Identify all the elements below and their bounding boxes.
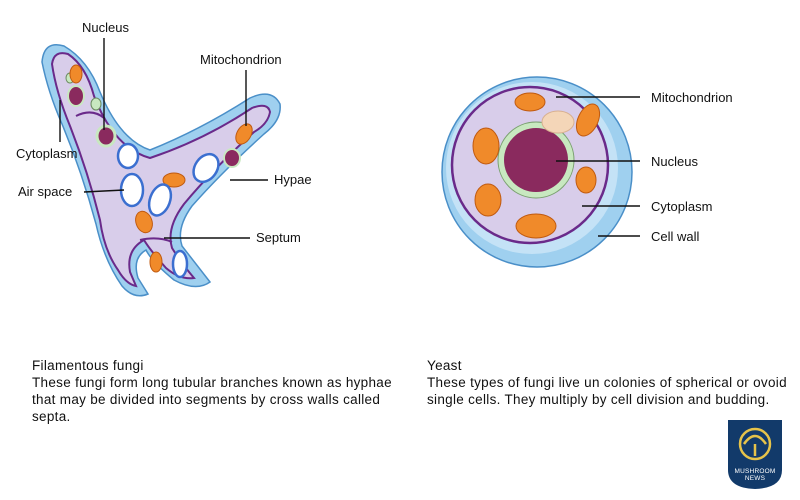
yeast-mitochondrion-4 <box>575 166 597 194</box>
caption-filamentous-fungi: Filamentous fungi These fungi form long … <box>32 357 392 425</box>
hyphae-septum-lower <box>139 237 173 243</box>
label-yeast-cytoplasm: Cytoplasm <box>651 199 712 214</box>
caption-right-title: Yeast <box>427 358 462 373</box>
yeast-leaders <box>556 96 640 237</box>
logo-text: MUSHROOM NEWS <box>724 468 786 482</box>
hyphae-air-space-2 <box>119 172 145 208</box>
label-hyphae-nucleus: Nucleus <box>82 20 129 35</box>
yeast-vacuole <box>541 110 575 134</box>
logo-line-1: MUSHROOM <box>734 468 776 475</box>
label-hyphae-cytoplasm: Cytoplasm <box>16 146 77 161</box>
label-yeast-mitochondrion: Mitochondrion <box>651 90 733 105</box>
hyphae-air-space-5 <box>171 249 189 279</box>
hyphae-nucleus-3 <box>223 148 241 168</box>
hyphae-air-space-1 <box>116 142 140 170</box>
hyphae-mitochondrion-1 <box>69 64 83 84</box>
label-hyphae-mitochondrion: Mitochondrion <box>200 52 282 67</box>
logo-badge-icon <box>728 420 782 489</box>
yeast-mitochondrion-6 <box>515 213 557 239</box>
caption-left-title: Filamentous fungi <box>32 358 144 373</box>
caption-left-body: These fungi form long tubular branches k… <box>32 375 392 424</box>
hyphae-septum-upper <box>75 111 105 119</box>
logo-line-2: NEWS <box>744 475 766 482</box>
yeast-nucleus <box>504 128 568 192</box>
label-hyphae-air-space: Air space <box>18 184 72 199</box>
leader-air-space <box>83 189 125 193</box>
hyphae-vesicle-1 <box>90 97 102 111</box>
yeast-mitochondrion-2 <box>575 103 601 137</box>
caption-right-body: These types of fungi live un colonies of… <box>427 375 787 407</box>
label-hyphae-septum: Septum <box>256 230 301 245</box>
hyphae-mitochondrion-3 <box>162 172 186 188</box>
hyphae-leaders <box>59 38 268 239</box>
hyphae-air-space-4 <box>192 152 220 184</box>
hyphae-nucleus-1 <box>67 85 85 107</box>
hyphae-mitochondrion-5 <box>149 251 163 273</box>
yeast-illustration <box>441 76 633 268</box>
yeast-mitochondrion-1 <box>514 92 546 112</box>
hyphae-illustration <box>41 44 281 297</box>
label-hyphae-hypae: Hypae <box>274 172 312 187</box>
yeast-mitochondrion-3 <box>472 127 500 165</box>
caption-yeast: Yeast These types of fungi live un colon… <box>427 357 787 408</box>
label-yeast-nucleus: Nucleus <box>651 154 698 169</box>
label-yeast-cell-wall: Cell wall <box>651 229 700 244</box>
mushroom-news-logo: MUSHROOM NEWS <box>724 418 786 490</box>
yeast-mitochondrion-5 <box>474 183 502 217</box>
hyphae-mitochondrion-4 <box>135 210 153 234</box>
hyphae-air-space-3 <box>147 183 173 217</box>
hyphae-cytoplasm <box>50 52 272 288</box>
hyphae-nucleus-2 <box>95 124 117 148</box>
hyphae-mitochondrion-2 <box>235 123 253 145</box>
